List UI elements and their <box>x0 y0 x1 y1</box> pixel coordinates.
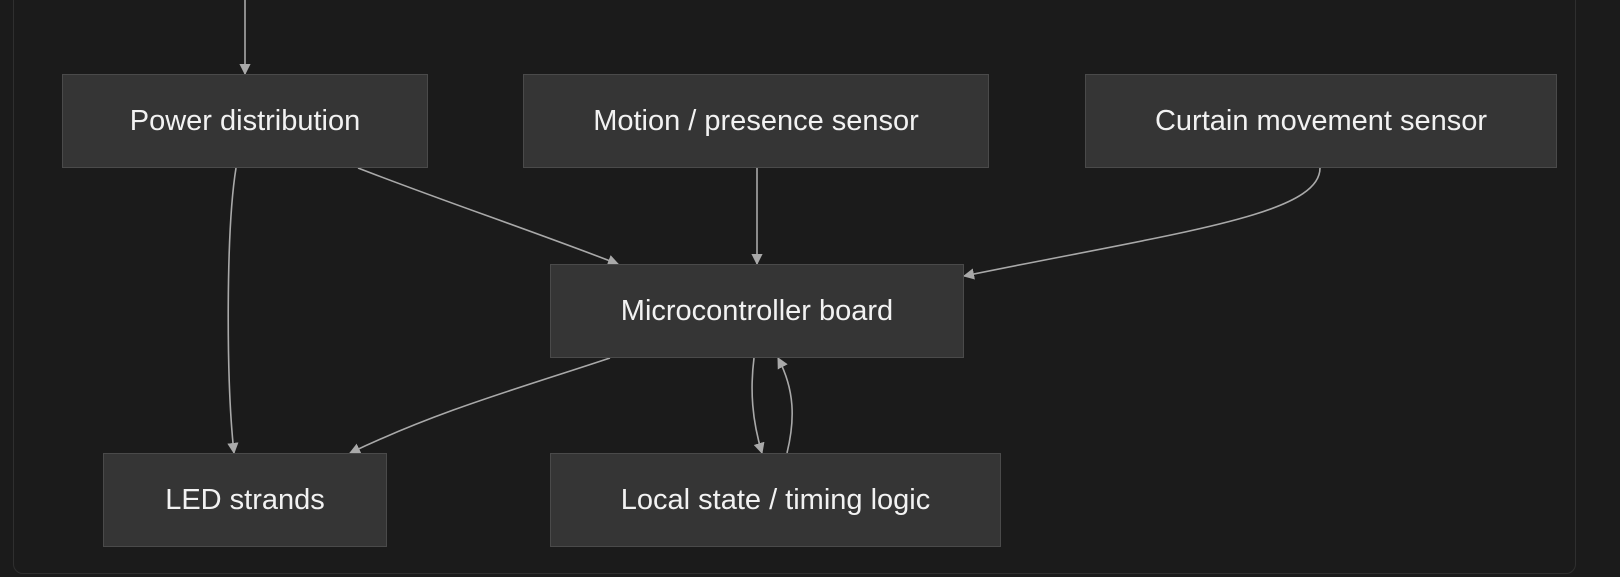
node-label: Microcontroller board <box>620 294 894 327</box>
node-microcontroller-board[interactable]: Microcontroller board <box>550 264 964 358</box>
edge-local-to-mcu <box>777 357 793 454</box>
node-label: Curtain movement sensor <box>1154 104 1488 137</box>
node-label: Motion / presence sensor <box>593 104 919 137</box>
node-label: Power distribution <box>129 104 361 137</box>
node-curtain-movement-sensor[interactable]: Curtain movement sensor <box>1085 74 1557 168</box>
node-motion-presence-sensor[interactable]: Motion / presence sensor <box>523 74 989 168</box>
edge-mcu-to-led <box>348 357 611 454</box>
diagram-frame <box>13 0 1576 574</box>
node-label: Local state / timing logic <box>620 483 931 516</box>
edge-curtain-to-mcu <box>962 167 1321 280</box>
edge-power-to-mcu <box>357 167 620 266</box>
node-local-state-timing-logic[interactable]: Local state / timing logic <box>550 453 1001 547</box>
node-led-strands[interactable]: LED strands <box>103 453 387 547</box>
edge-power-to-led <box>227 167 239 455</box>
node-power-distribution[interactable]: Power distribution <box>62 74 428 168</box>
edge-mcu-to-local <box>751 357 765 455</box>
node-label: LED strands <box>165 483 325 516</box>
